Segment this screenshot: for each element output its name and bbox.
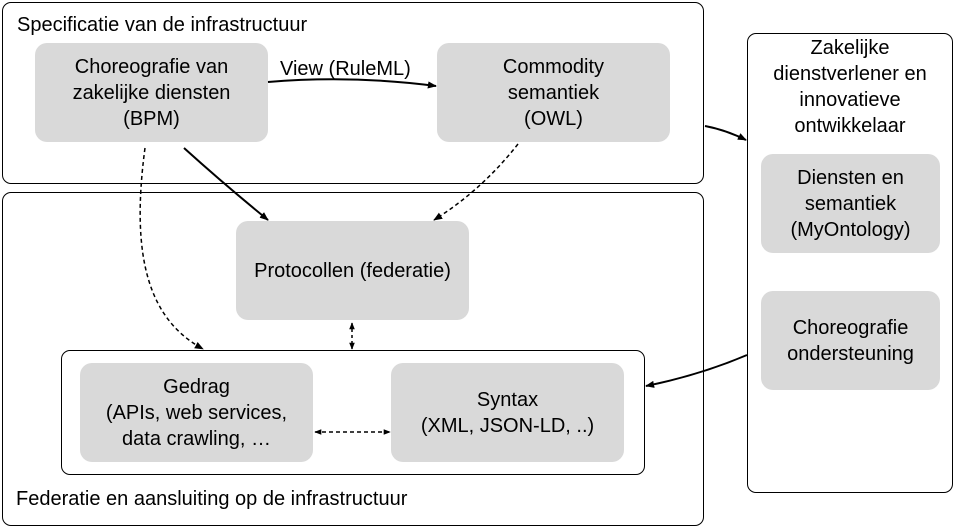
behavior-box-line: data crawling, … (122, 427, 271, 450)
choreography-support-box: Choreografie ondersteuning (761, 291, 940, 390)
inner-federation-frame (61, 350, 645, 475)
services-box-line: Diensten en (797, 166, 904, 189)
choreo-support-line: Choreografie (792, 316, 909, 339)
service-provider-title-line: innovatieve (799, 89, 901, 111)
owl-box-line: semantiek (507, 81, 600, 104)
behavior-box: Gedrag (APIs, web services, data crawlin… (80, 363, 313, 462)
services-box-line: (MyOntology) (790, 218, 911, 241)
services-semantics-box: Diensten en semantiek (MyOntology) (761, 154, 940, 253)
service-provider-title-line: dienstverlener en (773, 63, 927, 85)
behavior-box-line: (APIs, web services, (105, 401, 288, 424)
service-provider-title: Zakelijke dienstverlener en innovatieve … (750, 35, 950, 139)
spec-to-provider-arrow (704, 125, 747, 141)
bpm-box-line: (BPM) (123, 107, 180, 130)
owl-box-line: Commodity (502, 55, 605, 78)
syntax-box-line: (XML, JSON-LD, ..) (420, 414, 595, 437)
bpm-box-line: zakelijke diensten (72, 81, 231, 104)
infrastructure-spec-frame (2, 2, 704, 184)
federation-title: Federatie en aansluiting op de infrastru… (16, 488, 408, 510)
owl-box-line: (OWL) (524, 107, 583, 130)
syntax-box-line: Syntax (476, 388, 539, 411)
protocols-box-label: Protocollen (federatie) (254, 259, 451, 282)
service-provider-title-line: ontwikkelaar (794, 115, 906, 137)
services-box-line: semantiek (804, 192, 897, 215)
protocols-box: Protocollen (federatie) (236, 221, 469, 320)
view-ruleml-label: View (RuleML) (280, 58, 411, 80)
service-provider-title-line: Zakelijke (810, 37, 890, 59)
syntax-box: Syntax (XML, JSON-LD, ..) (391, 363, 624, 462)
behavior-box-line: Gedrag (163, 375, 230, 398)
bpm-box-line: Choreografie van (74, 55, 229, 78)
service-provider-frame (747, 33, 953, 493)
bpm-choreography-box: Choreografie van zakelijke diensten (BPM… (35, 43, 268, 142)
commodity-semantics-box: Commodity semantiek (OWL) (437, 43, 670, 142)
infrastructure-spec-title: Specificatie van de infrastructuur (17, 14, 308, 36)
choreo-support-line: ondersteuning (787, 342, 914, 365)
